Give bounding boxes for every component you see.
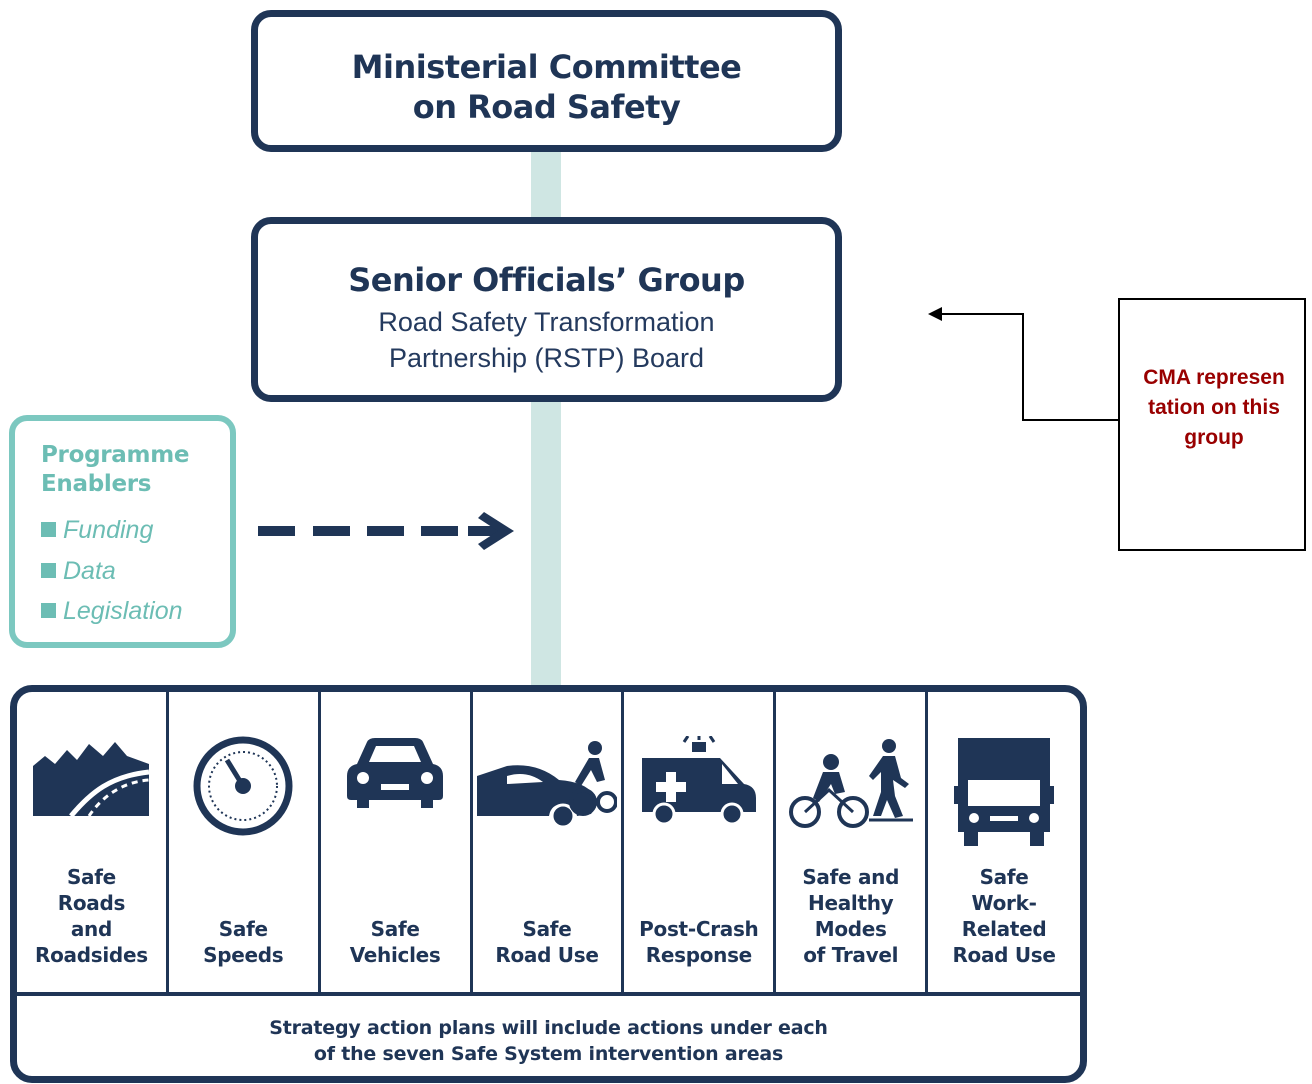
programme-enablers-title: Programme Enablers bbox=[41, 441, 189, 499]
ministerial-title-line-1: Ministerial Committee bbox=[351, 48, 742, 86]
rstp-board-subtitle: Road Safety Transformation Partnership (… bbox=[258, 304, 835, 376]
dashed-arrow-icon bbox=[258, 512, 514, 550]
enabler-item-funding: Funding bbox=[41, 515, 183, 556]
intervention-areas-footer: Strategy action plans will include actio… bbox=[17, 992, 1080, 1080]
intervention-area-2: Safe Speeds bbox=[169, 692, 321, 992]
bullet-square-icon bbox=[41, 522, 56, 537]
enabler-label: Funding bbox=[63, 516, 154, 544]
subtitle-line-1: Road Safety Transformation bbox=[378, 307, 715, 337]
intervention-area-label: Safe Speeds bbox=[203, 917, 284, 967]
intervention-area-label: Safe Vehicles bbox=[349, 917, 441, 967]
enabler-item-data: Data bbox=[41, 556, 183, 597]
senior-officials-group-box: Senior Officials’ Group Road Safety Tran… bbox=[251, 217, 842, 402]
enabler-label: Legislation bbox=[63, 597, 183, 625]
intervention-area-label: Safe Roads and Roadsides bbox=[35, 865, 148, 967]
cma-note-text: CMA representation on this group bbox=[1143, 366, 1285, 449]
footer-text: Strategy action plans will include actio… bbox=[219, 1015, 879, 1067]
intervention-area-1: Safe Roads and Roadsides bbox=[17, 692, 169, 992]
enablers-list: Funding Data Legislation bbox=[41, 515, 183, 637]
footer-line-2: of the seven Safe System intervention ar… bbox=[313, 1043, 784, 1065]
footer-line-1: Strategy action plans will include actio… bbox=[269, 1017, 828, 1039]
enablers-title-line-1: Programme bbox=[41, 442, 190, 468]
bullet-square-icon bbox=[41, 603, 56, 618]
intervention-area-label: Safe and Healthy Modes of Travel bbox=[802, 865, 900, 967]
bullet-square-icon bbox=[41, 562, 56, 578]
intervention-area-5: Post-Crash Response bbox=[624, 692, 777, 992]
ministerial-committee-title: Ministerial Committee on Road Safety bbox=[258, 47, 835, 127]
enablers-title-line-2: Enablers bbox=[41, 471, 152, 497]
enabler-item-legislation: Legislation bbox=[41, 596, 183, 637]
enabler-label: Data bbox=[63, 556, 116, 585]
cma-note-box: CMA representation on this group bbox=[1118, 298, 1306, 551]
programme-enablers-box: Programme Enablers Funding Data Legislat… bbox=[9, 415, 236, 648]
intervention-area-4: Safe Road Use bbox=[473, 692, 625, 992]
ministerial-title-line-2: on Road Safety bbox=[412, 88, 681, 126]
intervention-area-3: Safe Vehicles bbox=[321, 692, 473, 992]
subtitle-line-2: Partnership (RSTP) Board bbox=[388, 343, 705, 373]
ministerial-committee-box: Ministerial Committee on Road Safety bbox=[251, 10, 842, 152]
intervention-area-label: Post-Crash Response bbox=[639, 917, 759, 967]
cma-pointer-arrow bbox=[928, 307, 1118, 421]
intervention-area-label: Safe Work- Related Road Use bbox=[952, 865, 1056, 967]
intervention-area-6: Safe and Healthy Modes of Travel bbox=[776, 692, 929, 992]
senior-officials-group-title: Senior Officials’ Group bbox=[348, 261, 745, 299]
intervention-area-label: Safe Road Use bbox=[495, 917, 599, 967]
intervention-area-7: Safe Work- Related Road Use bbox=[928, 692, 1080, 992]
